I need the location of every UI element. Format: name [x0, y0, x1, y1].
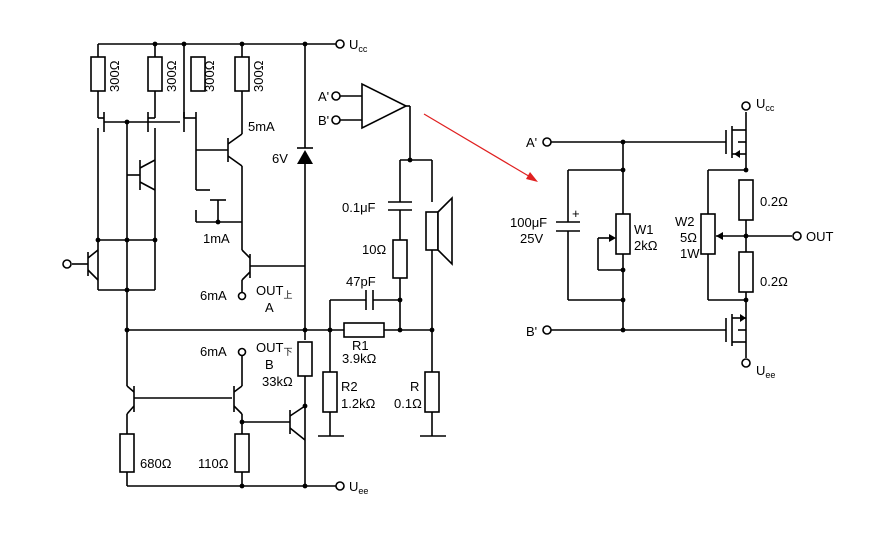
svg-text:300Ω: 300Ω — [107, 60, 122, 92]
cap-01-label: 0.1μF — [342, 200, 376, 215]
current-6ma-top: 6mA — [200, 288, 227, 303]
amp-input-a: A' — [318, 89, 329, 104]
bias-network — [62, 128, 158, 330]
right-input-b: B' — [526, 324, 537, 339]
r-top-label: 0.2Ω — [760, 194, 788, 209]
r-name: R — [410, 379, 419, 394]
cap-25v-label: 25V — [520, 231, 543, 246]
point-a-label: A — [265, 300, 274, 315]
r1-name: R1 — [352, 338, 369, 353]
output-network: 0.1μF 10Ω 47pF R1 3.9kΩ R2 1.2kΩ R 0.1 — [318, 157, 453, 437]
svg-text:300Ω: 300Ω — [251, 60, 266, 92]
w2-power: 1W — [680, 246, 700, 261]
r10-label: 10Ω — [362, 242, 386, 257]
right-circuit: A' B' + 100μF 25V W1 2kΩ — [510, 96, 834, 380]
uee-terminal-left — [335, 481, 345, 491]
out-top-label: OUT上 — [256, 283, 292, 300]
pointer-arrow — [423, 113, 538, 182]
op-amp: A' B' — [318, 82, 411, 160]
r-bottom-label: 0.2Ω — [760, 274, 788, 289]
uee-label-right: Uee — [756, 363, 775, 380]
resistor-680: 680Ω — [119, 433, 172, 486]
svg-text:33kΩ: 33kΩ — [262, 374, 293, 389]
svg-text:680Ω: 680Ω — [140, 456, 172, 471]
ucc-label-right: Ucc — [756, 96, 775, 113]
cap-100uf-label: 100μF — [510, 215, 547, 230]
svg-text:300Ω: 300Ω — [202, 60, 217, 92]
resistor-110: 110Ω — [198, 433, 250, 486]
cap-47p-label: 47pF — [346, 274, 376, 289]
resistor-33k: 33kΩ — [262, 341, 313, 486]
point-b-label: B — [265, 357, 274, 372]
resistor-300-1: 300Ω — [90, 44, 122, 118]
output-lower: 6mA OUT下 B — [126, 330, 308, 441]
ucc-terminal-left — [335, 39, 345, 49]
w2-value: 5Ω — [680, 230, 697, 245]
r-value: 0.1Ω — [394, 396, 422, 411]
current-source: 5mA 1mA — [195, 114, 275, 250]
w1-value: 2kΩ — [634, 238, 658, 253]
r1-value: 3.9kΩ — [342, 351, 377, 366]
zener-diode: 6V — [272, 44, 313, 340]
svg-text:300Ω: 300Ω — [164, 60, 179, 92]
uee-label-left: Uee — [349, 479, 368, 496]
current-1ma-label: 1mA — [203, 231, 230, 246]
out-label-right: OUT — [806, 229, 834, 244]
zener-label: 6V — [272, 151, 288, 166]
r2-name: R2 — [341, 379, 358, 394]
svg-text:+: + — [572, 206, 580, 221]
w2-name: W2 — [675, 214, 695, 229]
amp-input-b: B' — [318, 113, 329, 128]
resistor-300-3: 300Ω — [183, 44, 217, 118]
right-input-a: A' — [526, 135, 537, 150]
current-5ma-label: 5mA — [248, 119, 275, 134]
resistor-300-2: 300Ω — [147, 44, 179, 118]
r2-value: 1.2kΩ — [341, 396, 376, 411]
transistor-row-top — [98, 112, 197, 290]
w1-name: W1 — [634, 222, 654, 237]
ucc-label-left: Ucc — [349, 37, 368, 54]
out-bottom-label: OUT下 — [256, 340, 292, 357]
svg-text:110Ω: 110Ω — [198, 456, 229, 471]
resistor-300-4: 300Ω — [234, 44, 266, 114]
output-upper: 6mA OUT上 A — [200, 249, 305, 315]
current-6ma-bottom: 6mA — [200, 344, 227, 359]
